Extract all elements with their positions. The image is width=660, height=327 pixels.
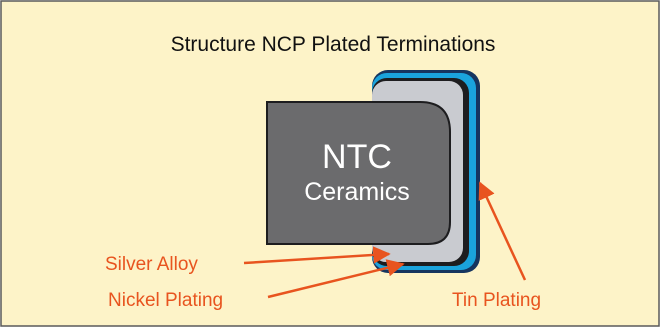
nickel-plating-arrow [267, 259, 405, 299]
diagram-title: Structure NCP Plated Terminations [171, 33, 496, 56]
silver-alloy-arrow [243, 246, 391, 265]
silver-alloy-label: Silver Alloy [105, 254, 198, 275]
ntc-ceramic-body [266, 101, 451, 245]
tin-plating-label: Tin Plating [452, 290, 541, 311]
nickel-plating-label: Nickel Plating [108, 290, 223, 311]
tin-plating-arrow [478, 181, 527, 281]
core-label-ceramics: Ceramics [304, 178, 410, 206]
core-label-ntc: NTC [322, 138, 392, 176]
